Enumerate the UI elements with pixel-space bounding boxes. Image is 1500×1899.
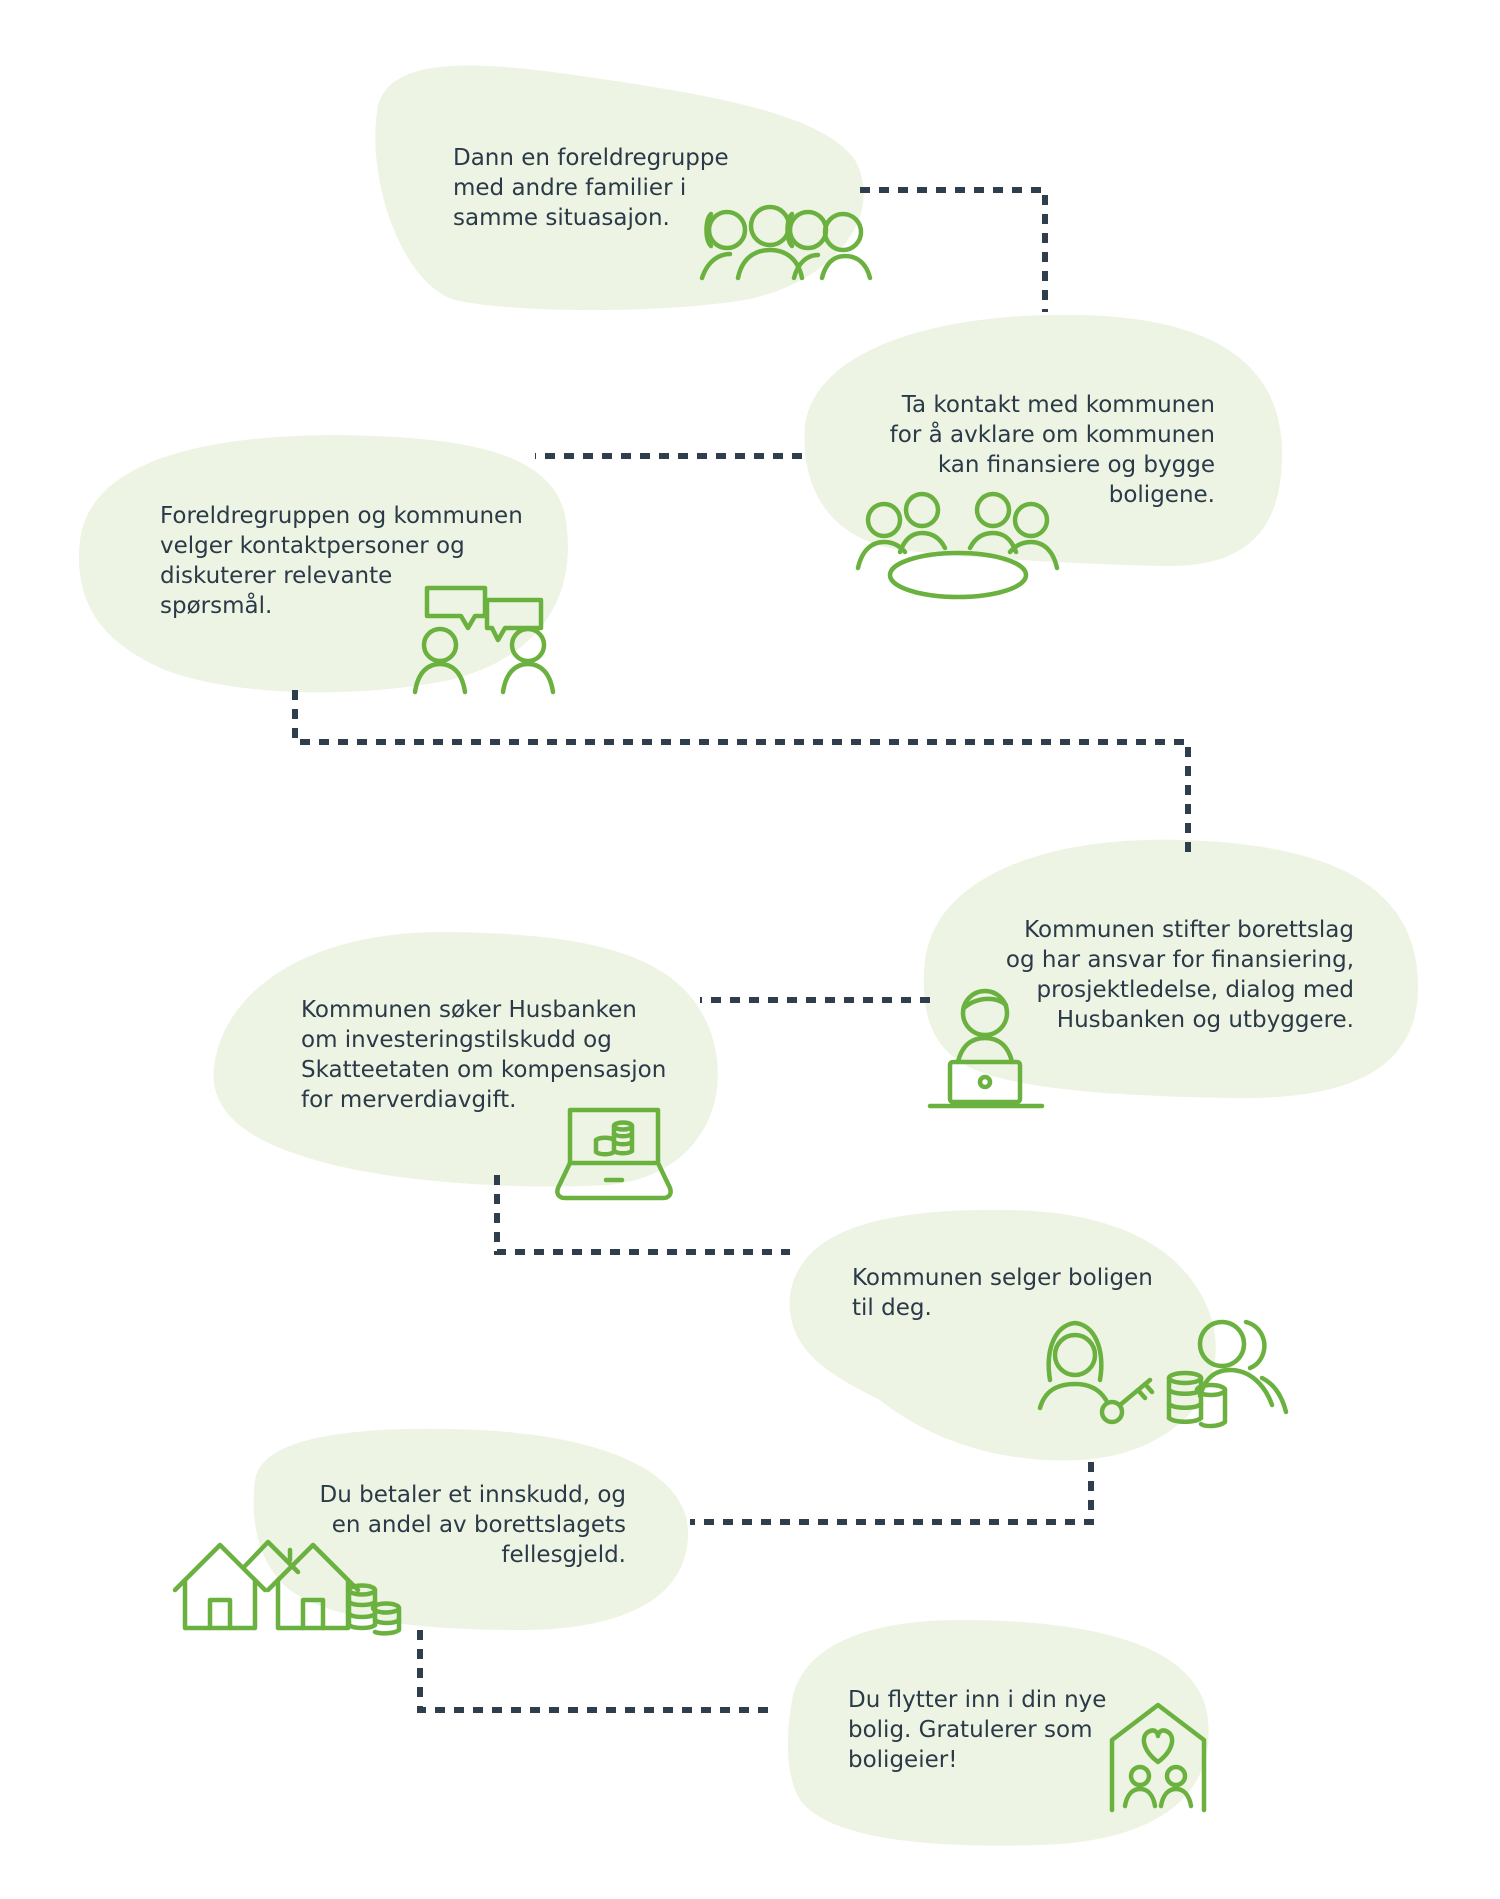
meeting-table-icon	[855, 491, 1060, 600]
step-6-text: Kommunen selger boligen til deg.	[852, 1263, 1153, 1323]
home-heart-family-icon	[1109, 1702, 1207, 1813]
step-7-line-1: Du betaler et innskudd, og	[319, 1482, 626, 1508]
step-8-line-2: bolig. Gratulerer som	[848, 1717, 1093, 1743]
step-7-blob	[253, 1428, 689, 1630]
step-8-line-1: Du flytter inn i din nye	[848, 1687, 1107, 1713]
step-1-text: Dann en foreldregruppe med andre familie…	[453, 143, 729, 233]
step-7-line-3: fellesgjeld.	[501, 1542, 626, 1568]
connector-1-2	[860, 187, 1048, 312]
step-2-line-3: kan finansiere og bygge	[937, 452, 1215, 478]
step-4-line-2: og har ansvar for finansiering,	[1005, 947, 1354, 973]
step-1-blob	[375, 65, 864, 311]
step-4-line-1: Kommunen stifter borettslag	[1024, 917, 1354, 943]
step-5-line-3: Skatteetaten om kompensasjon	[301, 1057, 667, 1083]
seller-key-coins-buyers-icon	[1037, 1319, 1289, 1429]
step-8-line-3: boligeier!	[848, 1747, 958, 1773]
step-5-line-2: om investeringstilskudd og	[301, 1027, 612, 1053]
step-3-line-4: spørsmål.	[160, 593, 273, 619]
step-2-text: Ta kontakt med kommunen for å avklare om…	[890, 390, 1215, 510]
two-people-chat-icon	[412, 585, 556, 695]
step-8-text: Du flytter inn i din nye bolig. Gratuler…	[848, 1685, 1106, 1775]
connector-5-6	[494, 1175, 790, 1255]
step-4-line-4: Husbanken og utbyggere.	[1056, 1007, 1354, 1033]
blob-layer	[78, 65, 1419, 1846]
step-3-line-3: diskuterer relevante	[160, 563, 393, 589]
step-5-blob	[213, 931, 718, 1187]
laptop-coins-icon	[555, 1107, 673, 1201]
step-7-line-2: en andel av borettslagets	[331, 1512, 626, 1538]
icon-layer	[172, 204, 1289, 1813]
step-3-line-2: velger kontaktpersoner og	[160, 533, 465, 559]
step-1-line-1: Dann en foreldregruppe	[453, 145, 729, 171]
step-2-line-1: Ta kontakt med kommunen	[901, 392, 1215, 418]
step-7-text: Du betaler et innskudd, og en andel av b…	[320, 1480, 626, 1570]
connector-6-7	[690, 1462, 1094, 1525]
step-3-line-1: Foreldregruppen og kommunen	[160, 503, 523, 529]
person-at-laptop-icon	[927, 988, 1045, 1109]
step-6-line-2: til deg.	[852, 1295, 932, 1321]
step-5-line-4: for merverdiavgift.	[301, 1087, 517, 1113]
step-5-text: Kommunen søker Husbanken om investerings…	[301, 995, 666, 1115]
houses-coins-icon	[172, 1539, 402, 1636]
step-1-line-2: med andre familier i	[453, 175, 687, 201]
group-of-people-icon	[699, 204, 873, 281]
step-6-line-1: Kommunen selger boligen	[852, 1265, 1153, 1291]
step-1-line-3: samme situasajon.	[453, 205, 670, 231]
connector-7-8	[417, 1630, 775, 1713]
step-4-text: Kommunen stifter borettslag og har ansva…	[1006, 915, 1354, 1035]
connector-layer	[292, 187, 1191, 1713]
step-4-blob	[923, 839, 1419, 1099]
step-6-blob	[789, 1209, 1216, 1461]
step-2-line-4: boligene.	[1108, 482, 1215, 508]
step-8-blob	[787, 1620, 1209, 1846]
connector-3-4	[292, 690, 1191, 860]
step-2-line-2: for å avklare om kommunen	[889, 422, 1215, 448]
step-4-line-3: prosjektledelse, dialog med	[1036, 977, 1354, 1003]
step-2-blob	[804, 314, 1283, 567]
step-5-line-1: Kommunen søker Husbanken	[301, 997, 637, 1023]
step-3-text: Foreldregruppen og kommunen velger konta…	[160, 501, 523, 621]
